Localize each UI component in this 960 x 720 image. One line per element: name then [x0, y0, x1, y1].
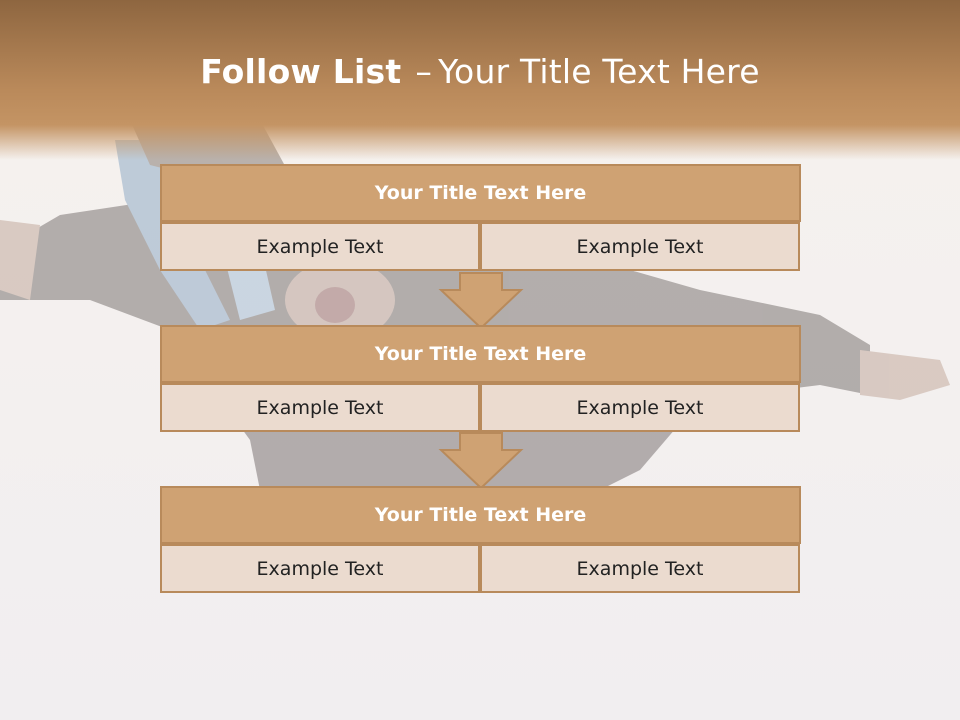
down-arrow-icon: [438, 432, 524, 490]
down-arrow-icon: [438, 272, 524, 330]
block-title: Your Title Text Here: [160, 164, 801, 222]
block-title: Your Title Text Here: [160, 325, 801, 383]
header-band: [0, 0, 960, 160]
block-cell-left: Example Text: [160, 222, 480, 271]
block-cell-left: Example Text: [160, 383, 480, 432]
block-cell-right: Example Text: [480, 544, 800, 593]
block-cell-right: Example Text: [480, 383, 800, 432]
title-dash: –: [415, 52, 433, 91]
block-title: Your Title Text Here: [160, 486, 801, 544]
block-cell-right: Example Text: [480, 222, 800, 271]
title-rest: Your Title Text Here: [438, 52, 760, 91]
title-bold: Follow List: [200, 52, 402, 91]
slide-title: Follow List–Your Title Text Here: [0, 52, 960, 91]
block-cell-left: Example Text: [160, 544, 480, 593]
